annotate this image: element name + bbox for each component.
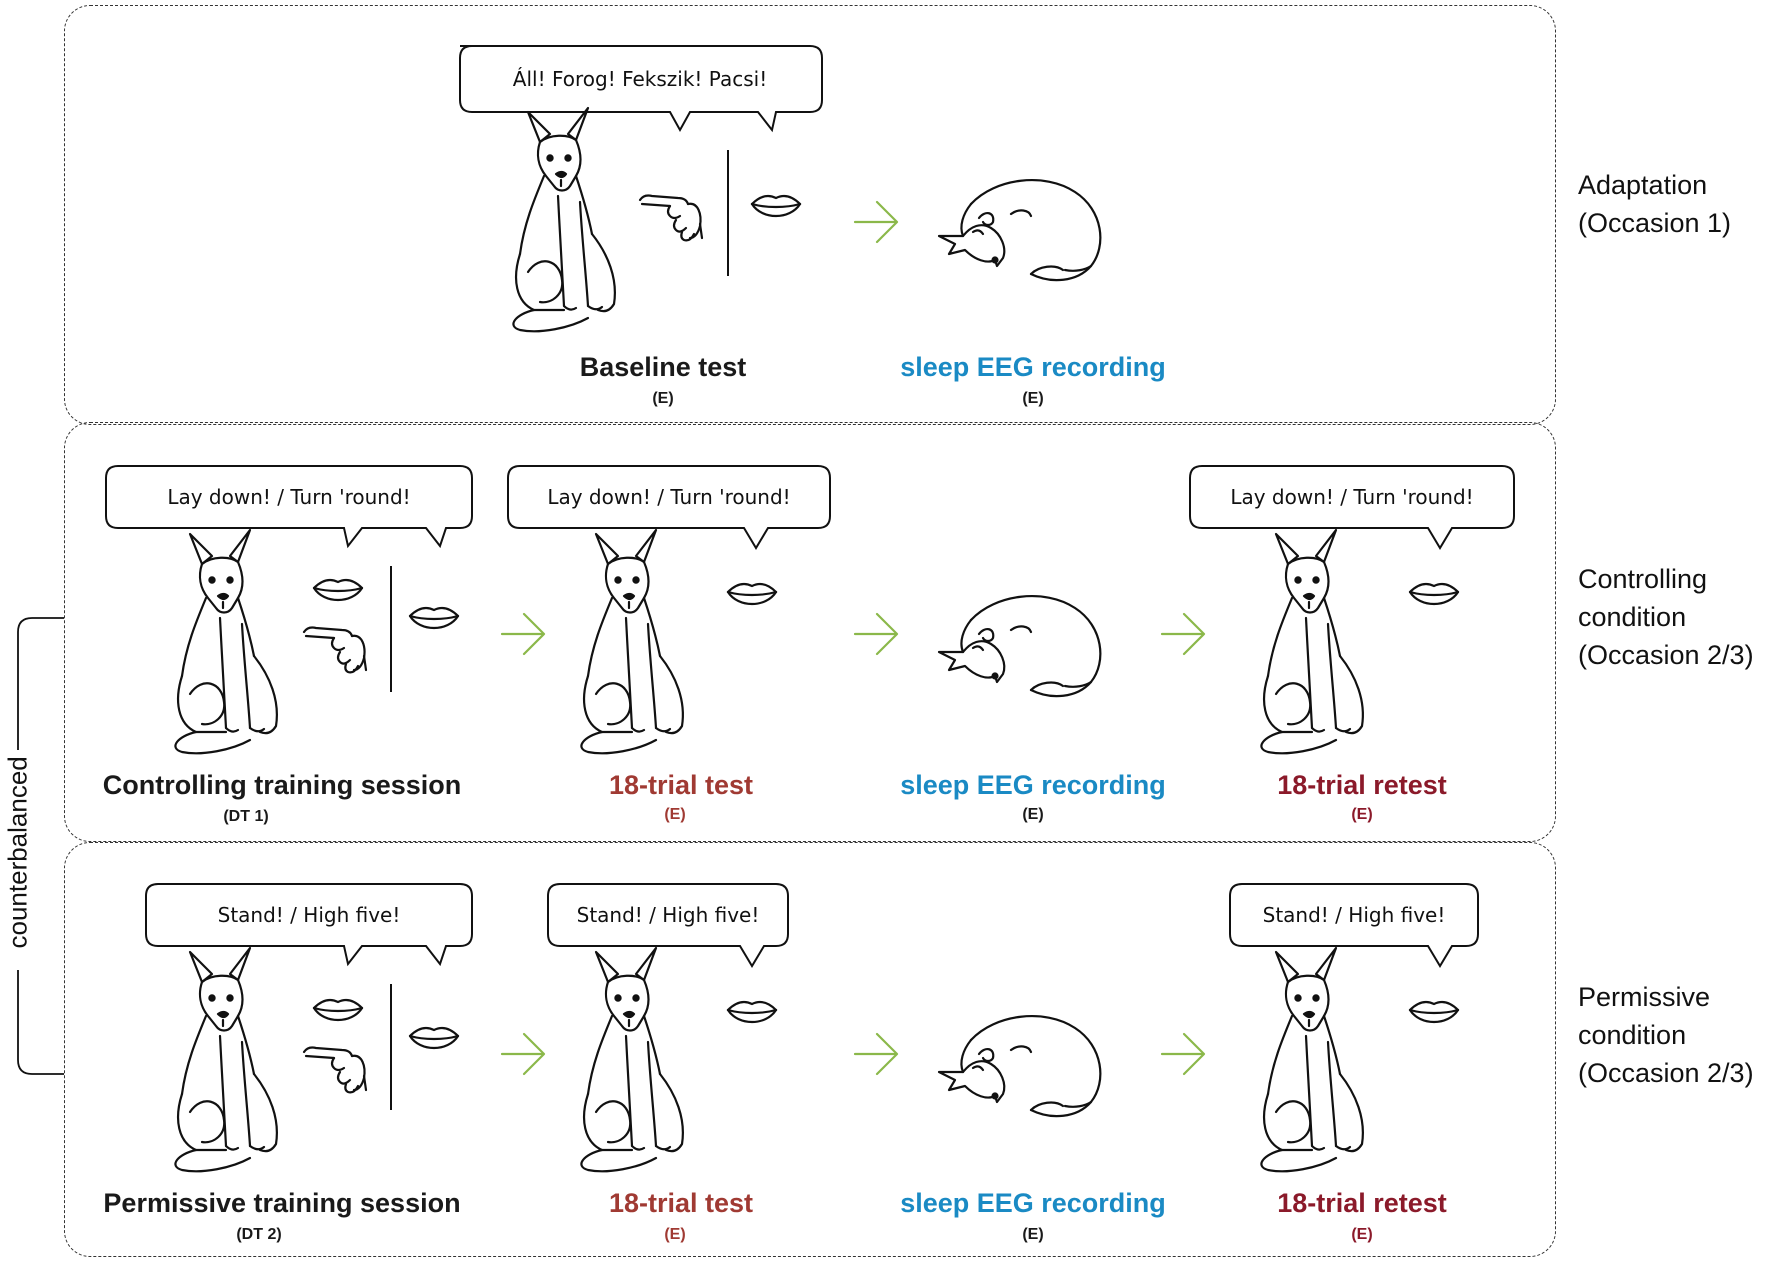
- side-label-line: condition: [1578, 1020, 1687, 1050]
- sleep-eeg-sub-2: (E): [1022, 806, 1044, 823]
- side-label-line: condition: [1578, 602, 1687, 632]
- side-label-controlling: Controlling condition (Occasion 2/3): [1578, 560, 1754, 674]
- controlling-test-sub: (E): [664, 806, 686, 823]
- bubble-text-controlling-retest: Lay down! / Turn 'round!: [1230, 485, 1474, 509]
- permissive-test-label: 18-trial test: [608, 1188, 754, 1218]
- sleep-eeg-sub-3: (E): [1022, 1226, 1044, 1243]
- side-label-line: (Occasion 2/3): [1578, 640, 1754, 670]
- bubble-text-permissive-training: Stand! / High five!: [217, 903, 401, 927]
- side-label-adaptation: Adaptation (Occasion 1): [1578, 166, 1731, 242]
- controlling-retest-label: 18-trial retest: [1277, 770, 1447, 800]
- controlling-panel: [64, 422, 1556, 842]
- side-label-line: Adaptation: [1578, 170, 1708, 200]
- permissive-training-label: Permissive training session: [103, 1188, 461, 1218]
- baseline-test-sub: (E): [652, 390, 674, 407]
- controlling-retest-sub: (E): [1351, 806, 1373, 823]
- controlling-test-label: 18-trial test: [608, 770, 754, 800]
- permissive-test-sub: (E): [664, 1226, 686, 1243]
- permissive-training-sub: (DT 2): [236, 1226, 282, 1243]
- sleep-eeg-label-2: sleep EEG recording: [900, 770, 1166, 800]
- permissive-retest-label: 18-trial retest: [1277, 1188, 1447, 1218]
- sleep-eeg-sub-1: (E): [1022, 390, 1044, 407]
- bubble-text-permissive-retest: Stand! / High five!: [1262, 903, 1446, 927]
- permissive-panel: [64, 842, 1556, 1257]
- side-label-line: (Occasion 2/3): [1578, 1058, 1754, 1088]
- adaptation-panel: [64, 5, 1556, 425]
- sleep-eeg-label-3: sleep EEG recording: [900, 1188, 1166, 1218]
- bubble-text-permissive-test: Stand! / High five!: [576, 903, 760, 927]
- bubble-text-controlling-test: Lay down! / Turn 'round!: [547, 485, 791, 509]
- side-label-line: (Occasion 1): [1578, 208, 1732, 238]
- baseline-test-label: Baseline test: [579, 352, 747, 382]
- controlling-training-label: Controlling training session: [102, 770, 462, 800]
- side-label-line: Permissive: [1578, 982, 1711, 1012]
- permissive-retest-sub: (E): [1351, 1226, 1373, 1243]
- bubble-text-adaptation: Áll! Forog! Fekszik! Pacsi!: [512, 67, 768, 91]
- side-label-permissive: Permissive condition (Occasion 2/3): [1578, 978, 1754, 1092]
- side-label-line: Controlling: [1578, 564, 1708, 594]
- bubble-text-controlling-training: Lay down! / Turn 'round!: [167, 485, 411, 509]
- counterbalanced-label: counterbalanced: [2, 756, 33, 949]
- controlling-training-sub: (DT 1): [223, 808, 269, 825]
- sleep-eeg-label-1: sleep EEG recording: [900, 352, 1166, 382]
